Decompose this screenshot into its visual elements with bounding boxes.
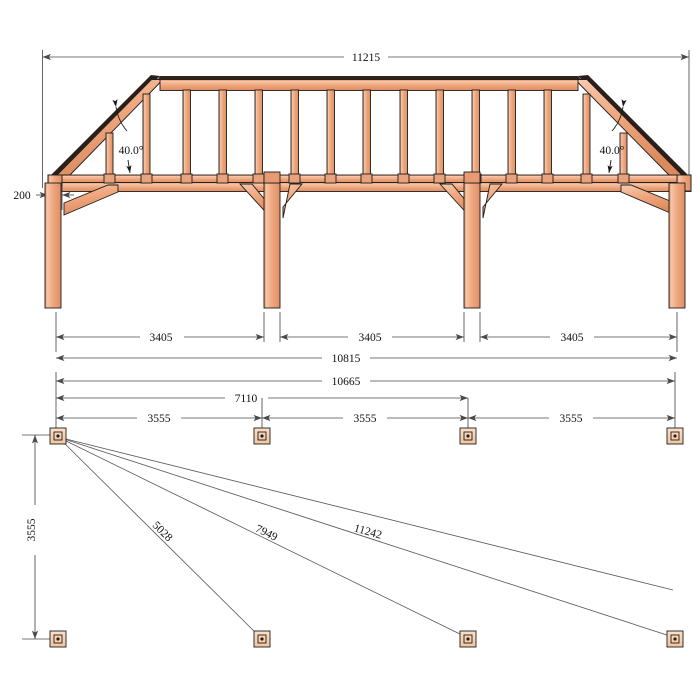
truss-stud [471,89,480,176]
dimension-bay-3: 3405 [479,332,678,344]
truss-stud [218,89,227,176]
base-plate [253,630,271,648]
dimension-bay-2: 3405 [279,332,465,344]
dimension-bay-1: 3405 [55,332,265,344]
dimension-plan-spacing-row: 3555 3555 3555 [55,413,676,425]
tie-beam-joint [580,173,593,184]
base-plate [49,630,67,648]
dim-label-plan-depth: 3555 [26,518,38,541]
knee-brace [63,184,119,216]
dimension-plan-spacing-1: 3555 [55,413,263,425]
dimension-plan-depth: 3555 [22,434,52,640]
truss-stud [507,89,516,176]
truss-stud [362,89,371,176]
rafter-right [573,79,684,176]
knee-brace [282,183,303,219]
truss-stud [254,89,263,176]
truss-stud [105,132,114,176]
tie-beam-joint [397,173,410,184]
dim-label-diagonal-3: 11242 [353,522,384,541]
truss-stud [326,89,335,176]
tie-beam-joint [617,173,630,184]
dim-label-bay-2: 3405 [359,332,382,344]
post-left [44,182,62,309]
base-plate [459,630,477,648]
base-plate [666,427,684,445]
knee-brace [482,183,503,219]
tie-beam-lower [47,182,692,192]
tie-beam-joint [324,173,337,184]
truss-stud [290,89,299,176]
roof-truss-assembly [47,75,692,192]
elevation-view: 11215 [13,50,692,365]
dimension-plan-spacing-3: 3555 [467,413,676,425]
dim-label-plan-half: 7110 [235,393,258,405]
diagonal-ray [57,436,467,638]
dim-label-bay-3: 3405 [561,332,584,344]
tie-beam-joint-group [103,173,630,184]
tie-beam-joint [216,173,229,184]
dimension-plan-half: 7110 [55,393,469,405]
plan-view: 10665 7110 3555 3555 3555 [22,372,684,648]
truss-stud [182,89,191,176]
dim-label-bay-1: 3405 [150,332,173,344]
post-2 [263,182,281,309]
truss-stud [142,93,151,176]
tie-beam-joint [103,173,116,184]
dim-label-roof-pitch-right: 40.0° [600,145,625,157]
truss-stud-group [105,89,628,176]
tie-beam-joint [288,173,301,184]
diagonal-ray [57,436,674,591]
truss-stud [399,89,408,176]
tie-beam-joint [541,173,554,184]
tie-beam-joint [140,173,153,184]
annotation-roof-pitch-right: 40.0° [600,99,627,174]
post-cap-connector [263,171,281,184]
diagonal-ray [57,436,261,638]
dim-label-overall-roof-width: 11215 [352,52,381,64]
base-plate [253,427,271,445]
tie-beam-joint [505,173,518,184]
post-3 [463,182,481,309]
dim-label-post-run-overall: 10815 [332,353,361,365]
dim-label-plan-overall: 10665 [332,376,361,388]
dim-label-plan-spacing-1: 3555 [148,413,171,425]
dimension-bay-row: 3405 3405 3405 [55,312,678,352]
post-and-brace-assembly [44,171,686,309]
truss-stud [543,89,552,176]
diagonal-ray-group [57,436,674,638]
post-cap-connector [463,171,481,184]
post-right [668,182,686,309]
dim-label-plan-spacing-2: 3555 [354,413,377,425]
dimension-post-run-overall: 10815 [55,353,678,365]
truss-stud [435,89,444,176]
dim-label-diagonal-2: 7949 [253,523,279,544]
truss-stud [582,93,591,176]
tie-beam-joint [360,173,373,184]
base-plate [49,427,67,445]
diagonal-ray [57,436,674,638]
base-plate-row-top [49,427,684,445]
base-plate-row-bottom [49,630,684,648]
dimension-plan-overall: 10665 [55,376,676,388]
dim-label-plan-spacing-3: 3555 [560,413,583,425]
dim-label-roof-pitch-left: 40.0° [119,145,144,157]
annotation-roof-pitch-left: 40.0° [112,99,144,174]
base-plate [666,630,684,648]
base-plate [459,427,477,445]
dimension-overall-roof-width: 11215 [42,50,690,188]
tie-beam-joint [252,173,265,184]
ridge-beam [159,79,579,91]
tie-beam-joint [433,173,446,184]
dimension-plan-spacing-2: 3555 [261,413,469,425]
tie-beam-joint [180,173,193,184]
dim-label-eave-overhang: 200 [13,190,31,202]
